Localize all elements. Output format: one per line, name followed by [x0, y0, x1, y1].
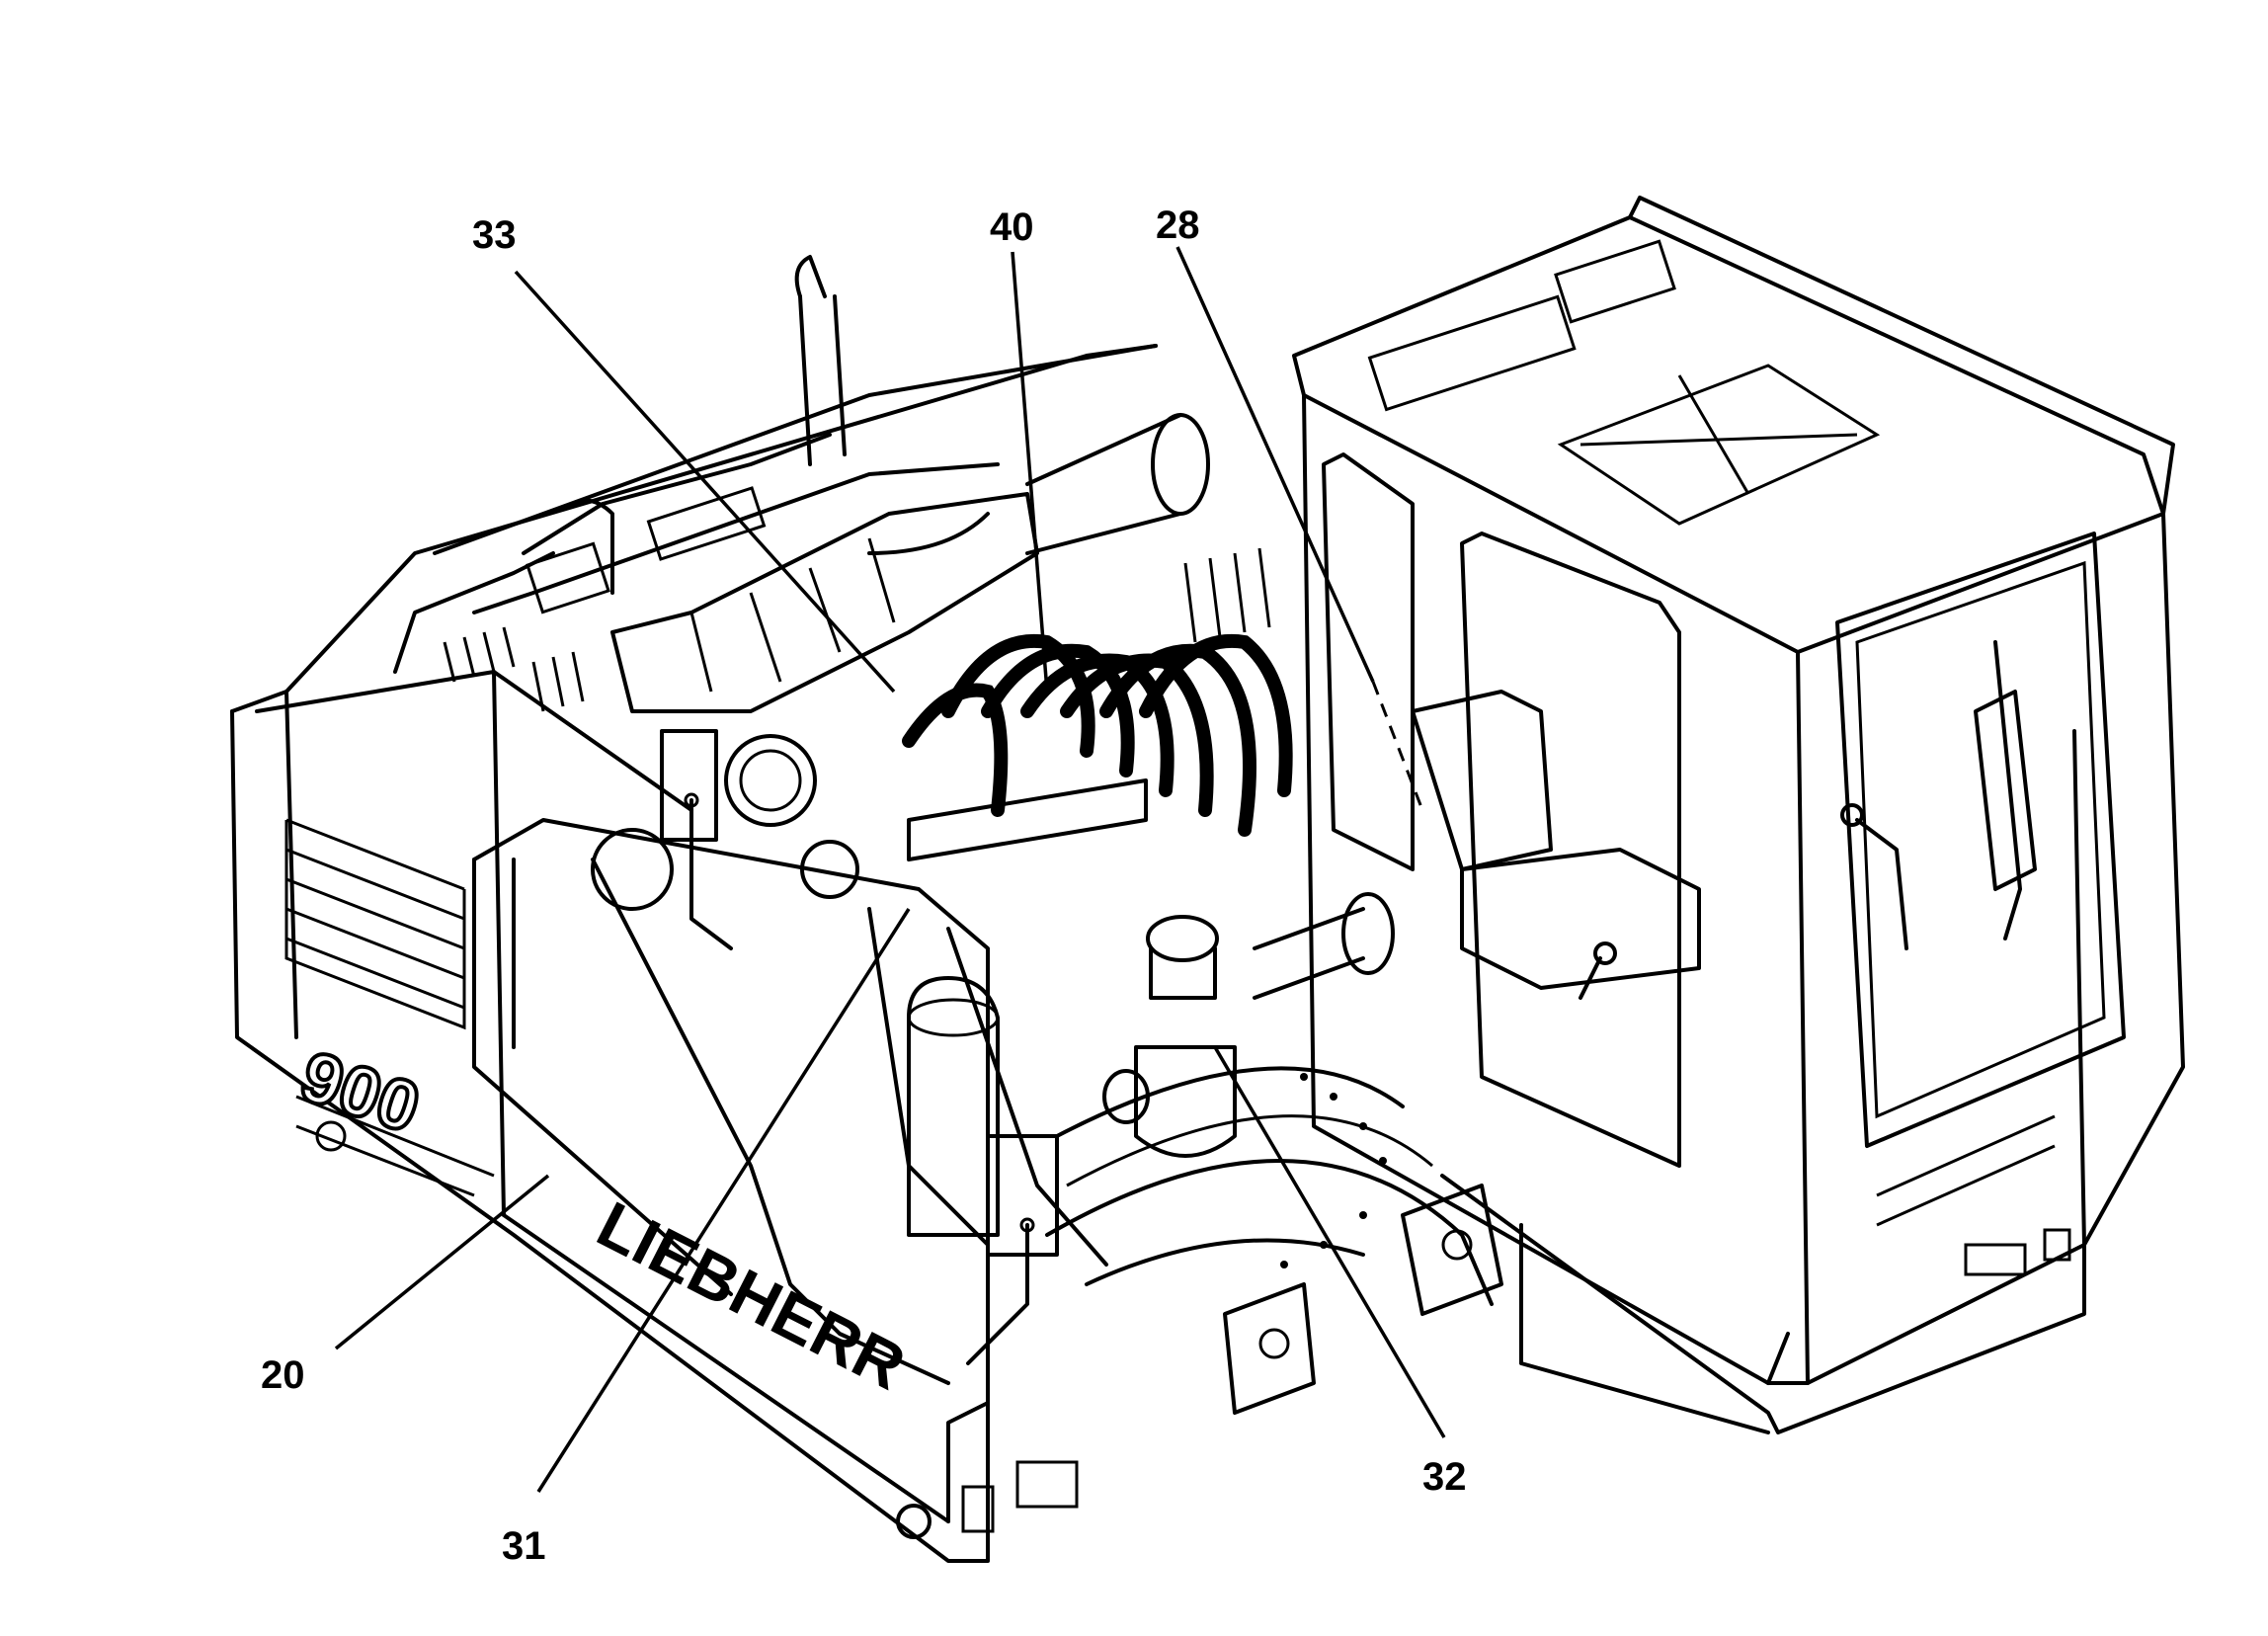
brand-name: LIEBHERR — [587, 1187, 917, 1404]
ring-bolts — [1280, 1073, 1387, 1268]
housing-grille — [284, 818, 466, 1030]
tank-frame — [472, 729, 1108, 1523]
swing-ring — [1045, 892, 1503, 1415]
leader-31 — [536, 908, 911, 1493]
callout-28: 28 — [1156, 204, 1200, 247]
leader-28-hidden — [1371, 681, 1424, 811]
leader-40 — [1011, 251, 1049, 693]
callout-20: 20 — [261, 1353, 305, 1397]
leader-32 — [1213, 1046, 1446, 1438]
callout-31: 31 — [502, 1524, 546, 1568]
callout-33: 33 — [472, 213, 517, 257]
operator-cab — [1292, 196, 2185, 1434]
leader-33 — [514, 270, 896, 694]
leader-28 — [1175, 246, 1375, 683]
cooling-fins — [443, 547, 1271, 712]
hydraulic-hoses — [902, 633, 1293, 861]
engine-housing — [230, 344, 1158, 1563]
callout-32: 32 — [1422, 1455, 1467, 1499]
engine-compartment — [393, 255, 1271, 911]
leader-lines — [334, 246, 1446, 1493]
callout-40: 40 — [990, 205, 1034, 249]
brand-marking: LIEBHERR — [587, 1187, 917, 1404]
leader-20 — [334, 1174, 550, 1350]
